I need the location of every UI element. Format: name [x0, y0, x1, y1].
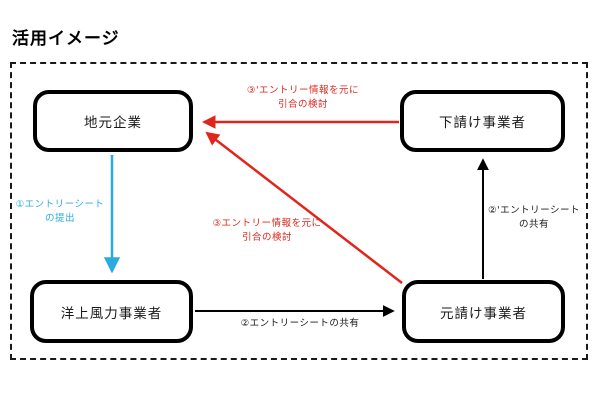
- label-entry-sheet-sharing: ②エントリーシートの共有: [240, 318, 360, 329]
- label-entry-sheet-submission: ①エントリーシート の提出: [15, 199, 105, 224]
- label-inquiry-consideration: ③エントリー情報を元に 引合の検討: [212, 218, 322, 243]
- dashed-frame: [10, 62, 588, 360]
- label-inquiry-consideration-2: ③'エントリー情報を元に 引合の検討: [246, 85, 360, 110]
- page-title: 活用イメージ: [12, 29, 120, 49]
- label-entry-sheet-sharing-2: ②'エントリーシート の共有: [488, 205, 580, 230]
- node-local-company: 地元企業: [33, 90, 193, 152]
- node-subcontractor: 下請け事業者: [400, 90, 565, 152]
- node-offshore-wind-operator: 洋上風力事業者: [30, 280, 193, 343]
- node-prime-contractor: 元請け事業者: [402, 280, 565, 343]
